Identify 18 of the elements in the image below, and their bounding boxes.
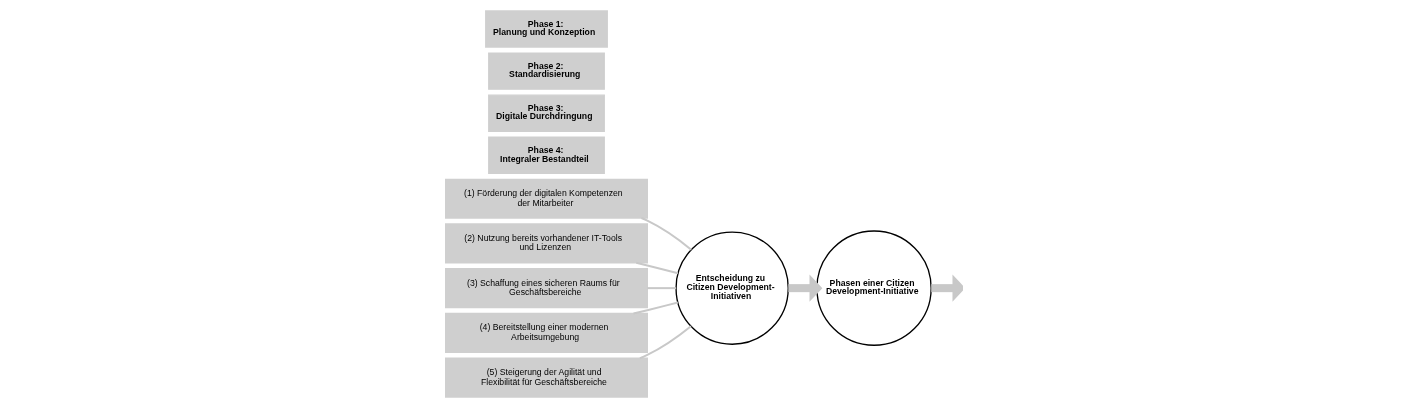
node-box: (3) Schaffung eines sicheren Raums für Geschäftsbereiche (445, 268, 648, 309)
connector (635, 261, 679, 275)
connector (632, 301, 679, 315)
node-box: (4) Bereitstellung einer modernen Arbeitsumgebung (445, 312, 648, 353)
node-box: Phase 3: Digitale Durchdringung (488, 94, 605, 132)
node-box: Phase 2: Standardisierung (488, 52, 605, 90)
connector (646, 287, 677, 290)
node-box: (5) Steigerung der Agilität und Flexibilität für Geschäftsbereiche (445, 357, 648, 398)
connector (638, 325, 692, 360)
node-box: (1) Förderung der digitalen Kompetenzen der Mitarbeiter (445, 178, 648, 219)
arrow (931, 274, 963, 302)
node-box: Phase 1: Planung und Konzeption (485, 10, 608, 48)
node-circle: Phasen einer Citizen Development-Initiative (816, 230, 932, 346)
node-box: Phase 4: Integraler Bestandteil (488, 136, 605, 174)
connector (640, 217, 693, 251)
node-box: (2) Nutzung bereits vorhandener IT-Tools und Lizenzen (445, 223, 648, 264)
arrow (788, 274, 823, 302)
node-circle: Entscheidung zu Citizen Development-Initiativen (675, 231, 789, 345)
